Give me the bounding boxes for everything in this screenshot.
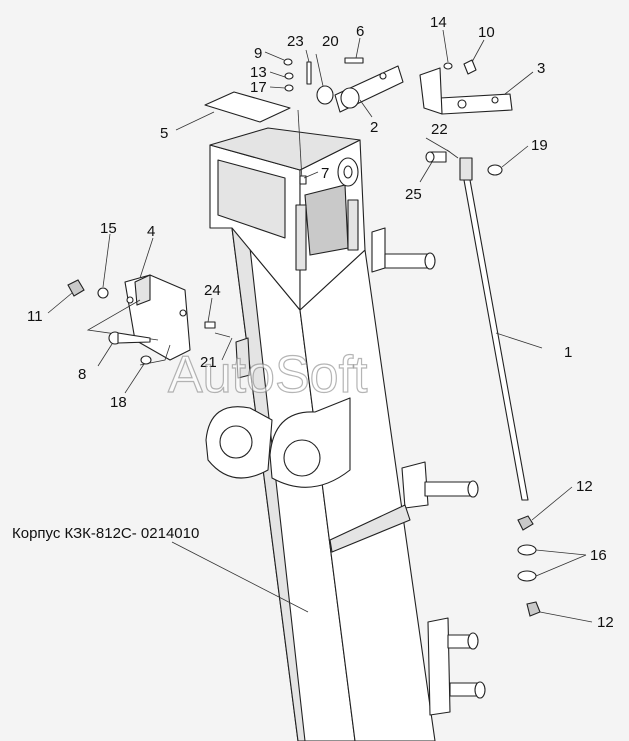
callout-23: 23 [287, 33, 304, 50]
callouts: 1 2 3 4 5 6 7 8 9 10 11 12 12 13 14 15 1… [27, 14, 614, 631]
guard-fasteners [67, 279, 231, 365]
callout-8: 8 [78, 366, 86, 383]
callout-1: 1 [564, 344, 572, 361]
callout-25: 25 [405, 186, 422, 203]
callout-13: 13 [250, 64, 267, 81]
callout-10: 10 [478, 24, 495, 41]
callout-9: 9 [254, 45, 262, 62]
callout-5: 5 [160, 125, 168, 142]
callout-20: 20 [322, 33, 339, 50]
callout-4: 4 [147, 223, 155, 240]
callout-18: 18 [110, 394, 127, 411]
callout-2: 2 [370, 119, 378, 136]
callout-19: 19 [531, 137, 548, 154]
rod-top-hardware [425, 149, 503, 181]
fastener-stack [283, 58, 303, 181]
housing-body [205, 127, 486, 741]
bolt-23 [306, 61, 312, 85]
rod-1 [463, 179, 529, 501]
callout-16: 16 [590, 547, 607, 564]
bracket-2 [334, 57, 404, 113]
cover-plate [204, 91, 291, 123]
callout-3: 3 [537, 60, 545, 77]
callout-12-bottom: 12 [597, 614, 614, 631]
callout-24: 24 [204, 282, 221, 299]
washer-20 [316, 85, 334, 105]
bracket-3 [419, 59, 513, 115]
callout-14: 14 [430, 14, 447, 31]
callout-15: 15 [100, 220, 117, 237]
rod-bottom-hardware [517, 515, 541, 617]
callout-12-top: 12 [576, 478, 593, 495]
callout-6: 6 [356, 23, 364, 40]
callout-11: 11 [27, 308, 43, 325]
assembly-caption: Корпус КЗК-812С- 0214010 [12, 525, 199, 542]
screw-7 [299, 175, 307, 185]
watermark: AutoSoft [168, 346, 368, 404]
callout-7: 7 [321, 165, 329, 182]
callout-17: 17 [250, 79, 267, 96]
callout-22: 22 [431, 121, 448, 138]
callout-21: 21 [200, 354, 217, 371]
leader-lines [47, 29, 593, 623]
